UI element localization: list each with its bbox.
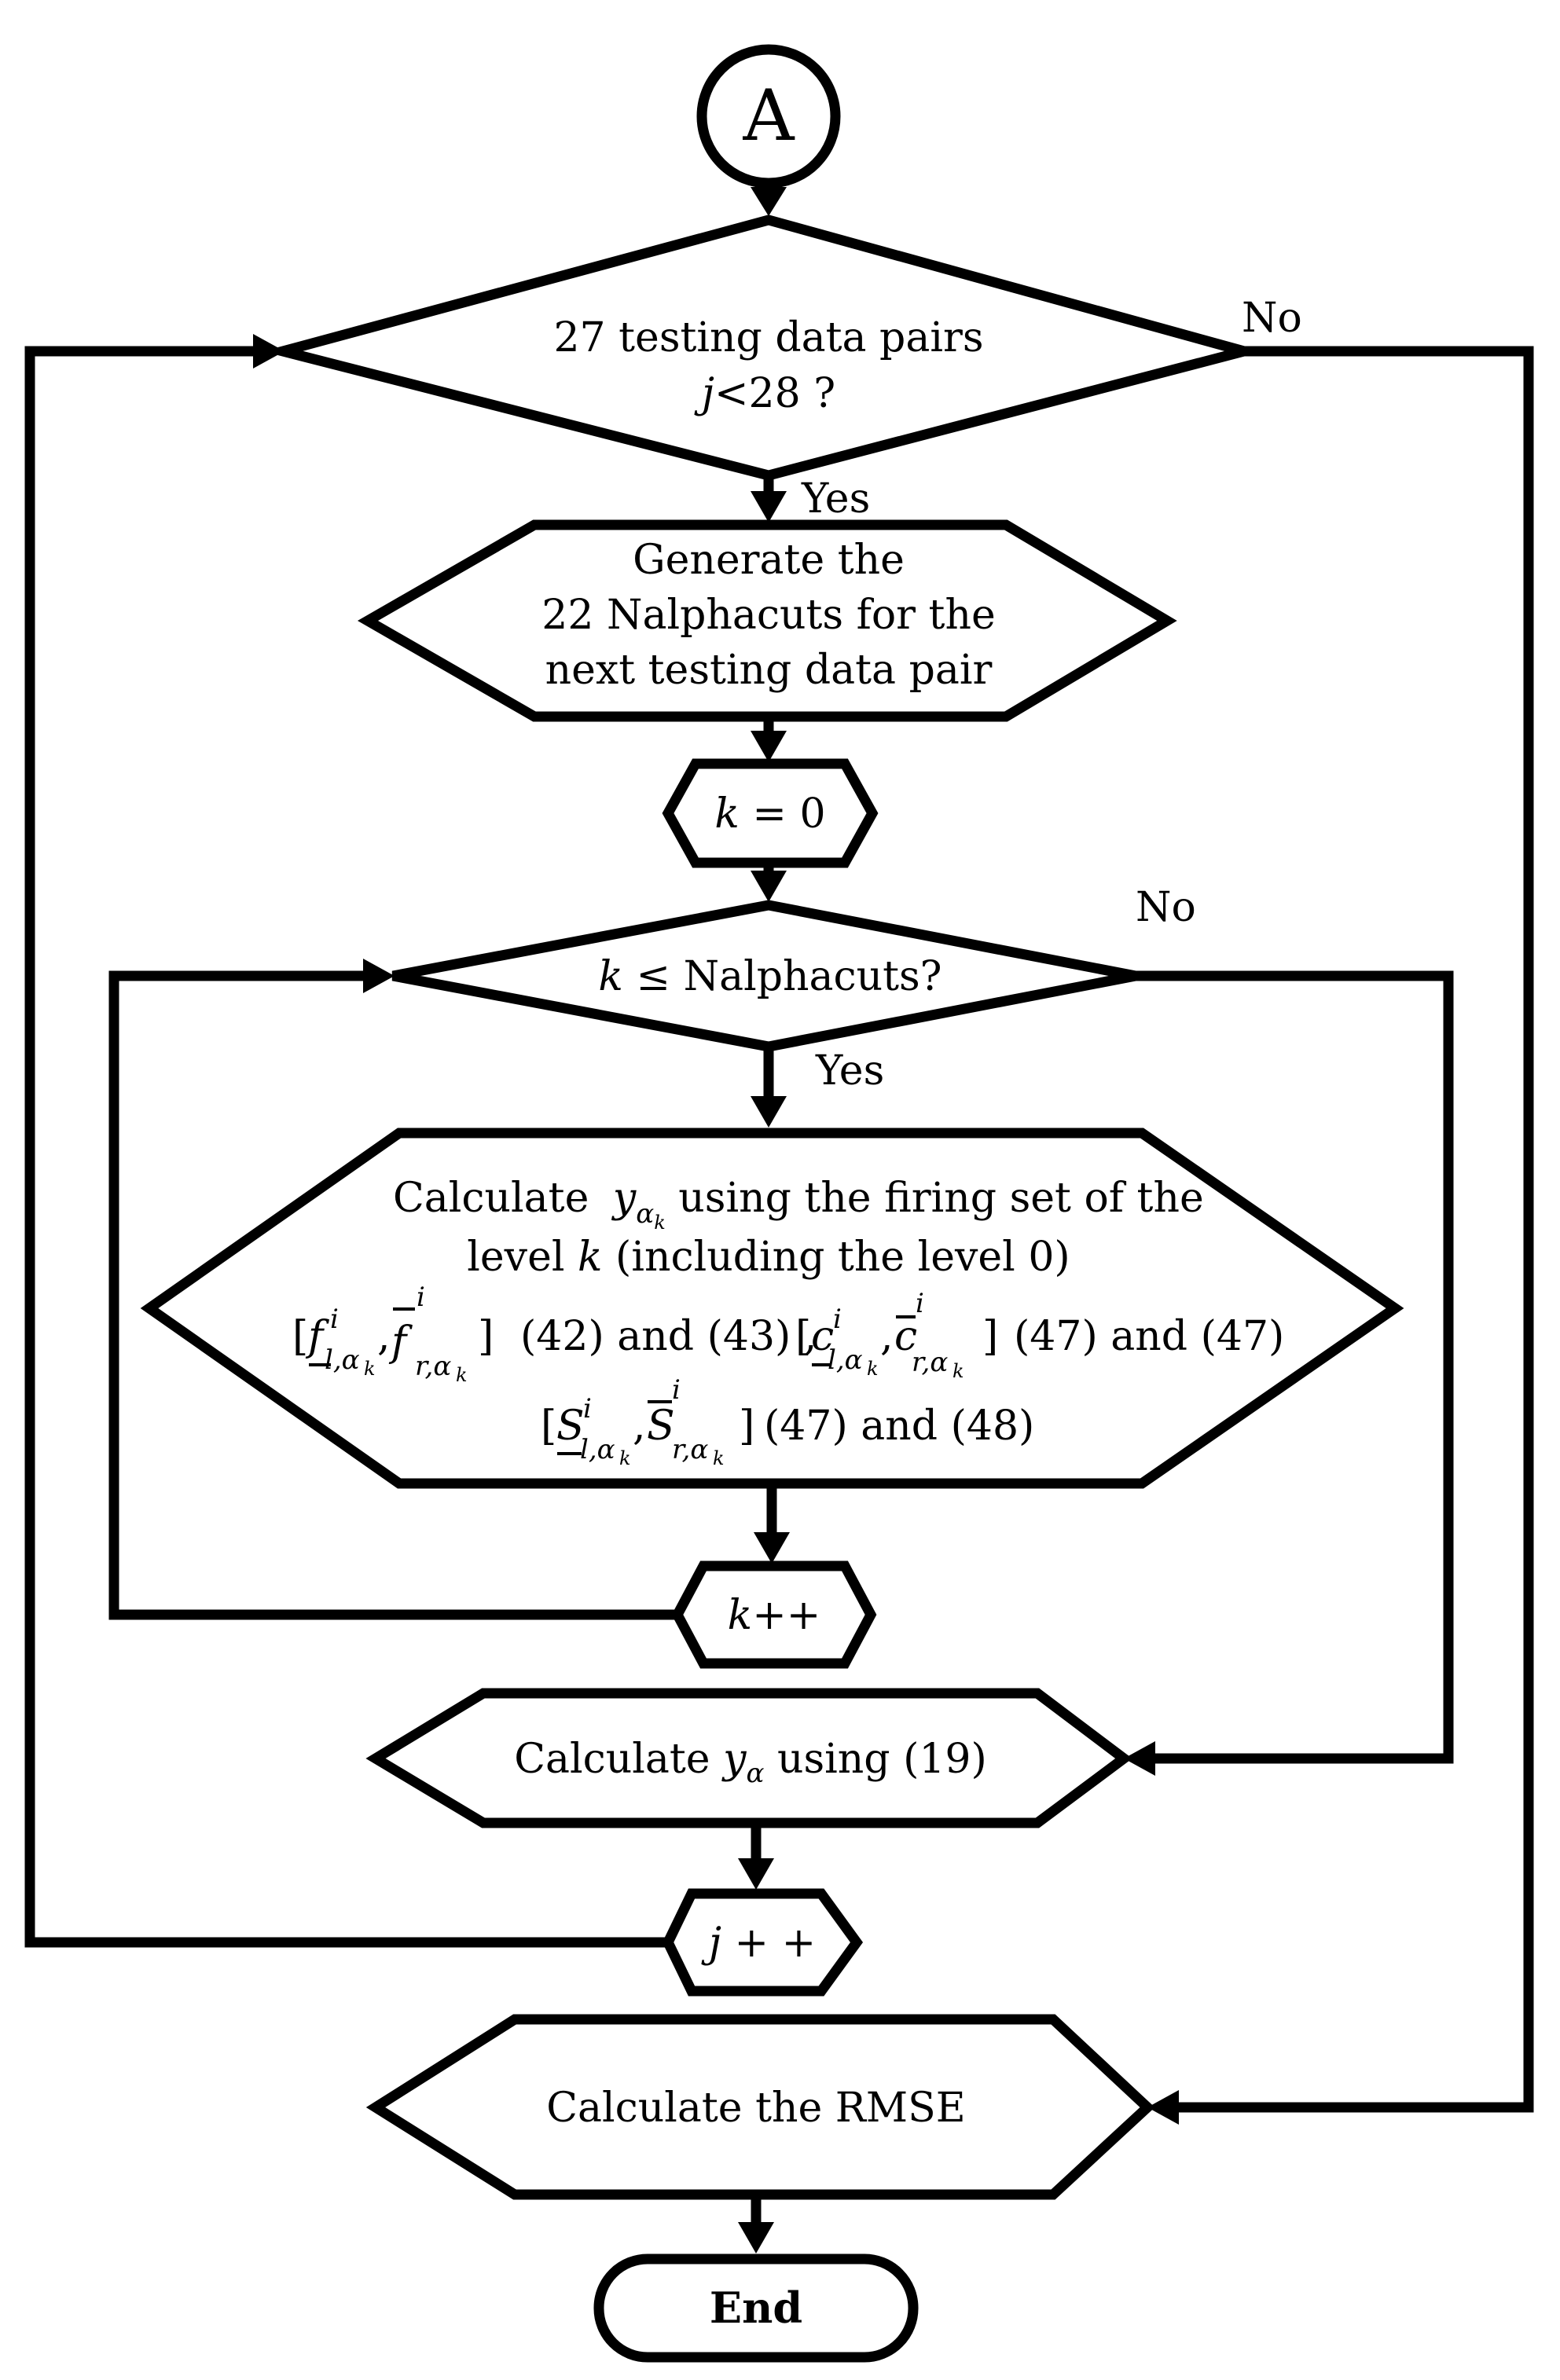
arrowhead-a xyxy=(751,187,787,216)
calc-rmse-label: Calculate the RMSE xyxy=(546,2085,966,2132)
calc-y-label: Calculate yα using (19) xyxy=(514,1736,987,1789)
svg-text:k: k xyxy=(364,1358,376,1380)
generate-line3: next testing data pair xyxy=(545,647,993,694)
edge-outer-loop xyxy=(24,346,668,1948)
arrowhead-calc xyxy=(754,1532,790,1564)
arrowhead-k0 xyxy=(751,871,787,902)
svg-text:(47) and (47): (47) and (47) xyxy=(1014,1313,1284,1360)
svg-text:i: i xyxy=(330,1304,339,1335)
process-generate-alphacuts xyxy=(357,519,1177,722)
svg-text:(42) and (43) ,: (42) and (43) , xyxy=(520,1313,817,1360)
yes-label-inner: Yes xyxy=(815,1047,884,1095)
calc-block-line2: level k (including the level 0) xyxy=(467,1234,1070,1281)
edge-inner-loop xyxy=(108,970,676,1620)
edge-outer-no xyxy=(1175,346,1534,2113)
arrowhead-inner-loop xyxy=(363,959,395,993)
terminal-end-label: End xyxy=(710,2283,802,2333)
process-increment-j xyxy=(662,1888,864,1997)
generate-line2: 22 Nalphacuts for the xyxy=(541,592,995,639)
increment-j-label: j + + xyxy=(701,1920,816,1967)
svg-text:k: k xyxy=(619,1447,631,1469)
yes-label-outer: Yes xyxy=(801,475,870,523)
svg-text:k: k xyxy=(713,1447,725,1469)
svg-text:r,α: r,α xyxy=(415,1351,451,1382)
svg-text:k: k xyxy=(867,1358,879,1380)
svg-text:]: ] xyxy=(982,1313,998,1360)
calc-block-line3: [ f i l,α k , f i r,α k ] (42) and (43) … xyxy=(292,1282,1284,1386)
svg-text:c: c xyxy=(894,1313,917,1360)
arrowhead-outer-loop xyxy=(253,334,284,369)
svg-text:[: [ xyxy=(292,1313,308,1360)
process-calc-firing-set xyxy=(140,1128,1404,1489)
decision-k-label: k ≤ Nalphacuts? xyxy=(598,953,942,1000)
svg-text:k: k xyxy=(953,1360,964,1382)
svg-text:i: i xyxy=(672,1374,681,1406)
decision-testing-pairs-line1: 27 testing data pairs xyxy=(553,314,983,361)
svg-text:,: , xyxy=(377,1313,391,1360)
svg-text:l,α: l,α xyxy=(828,1344,863,1376)
svg-text:i: i xyxy=(916,1288,924,1319)
terminal-end xyxy=(593,2253,919,2363)
svg-text:r,α: r,α xyxy=(672,1434,708,1465)
arrowhead-rmse xyxy=(738,2222,774,2253)
calc-block-line4: [ S i l,α k , S i r,α k ] (47) and (48) xyxy=(541,1374,1034,1469)
edge-inner-no xyxy=(1136,970,1454,1764)
process-increment-k xyxy=(671,1560,877,1669)
no-label-outer: No xyxy=(1242,295,1302,342)
arrowhead-outer-no xyxy=(1147,2090,1179,2125)
svg-text:k: k xyxy=(456,1364,468,1386)
svg-text:,: , xyxy=(633,1403,646,1450)
svg-text:i: i xyxy=(417,1282,425,1313)
init-k-label: k = 0 xyxy=(714,790,825,838)
increment-k-label: k++ xyxy=(728,1592,821,1639)
arrowhead-inner-no xyxy=(1124,1741,1155,1776)
arrowhead-generate xyxy=(751,731,787,762)
svg-text:l,α: l,α xyxy=(580,1434,615,1465)
calc-block-line1: Calculate yαk using the firing set of th… xyxy=(393,1175,1204,1234)
process-init-k xyxy=(662,758,879,868)
svg-text:[: [ xyxy=(541,1403,556,1450)
connector-a-label: A xyxy=(743,75,795,157)
svg-text:r,α: r,α xyxy=(912,1347,948,1378)
svg-text:]: ] xyxy=(478,1313,494,1360)
svg-text:S: S xyxy=(556,1403,585,1450)
arrowhead-inner-yes xyxy=(751,1096,787,1128)
generate-line1: Generate the xyxy=(633,537,905,584)
svg-text:c: c xyxy=(811,1313,834,1360)
svg-text:i: i xyxy=(833,1304,842,1335)
svg-text:(47) and (48): (47) and (48) xyxy=(764,1403,1034,1450)
svg-text:l,α: l,α xyxy=(325,1344,360,1376)
process-calc-y-alpha xyxy=(365,1688,1132,1828)
svg-text:i: i xyxy=(583,1393,592,1425)
svg-text:,: , xyxy=(880,1313,894,1360)
svg-text:]: ] xyxy=(739,1403,754,1450)
arrowhead-caly xyxy=(738,1858,774,1890)
decision-testing-pairs-line2: j<28 ? xyxy=(694,370,835,417)
process-calc-rmse xyxy=(365,2014,1155,2200)
arrowhead-outer-yes xyxy=(751,491,787,523)
svg-text:S: S xyxy=(647,1403,675,1450)
svg-text:[: [ xyxy=(795,1313,811,1360)
no-label-inner: No xyxy=(1136,884,1196,931)
